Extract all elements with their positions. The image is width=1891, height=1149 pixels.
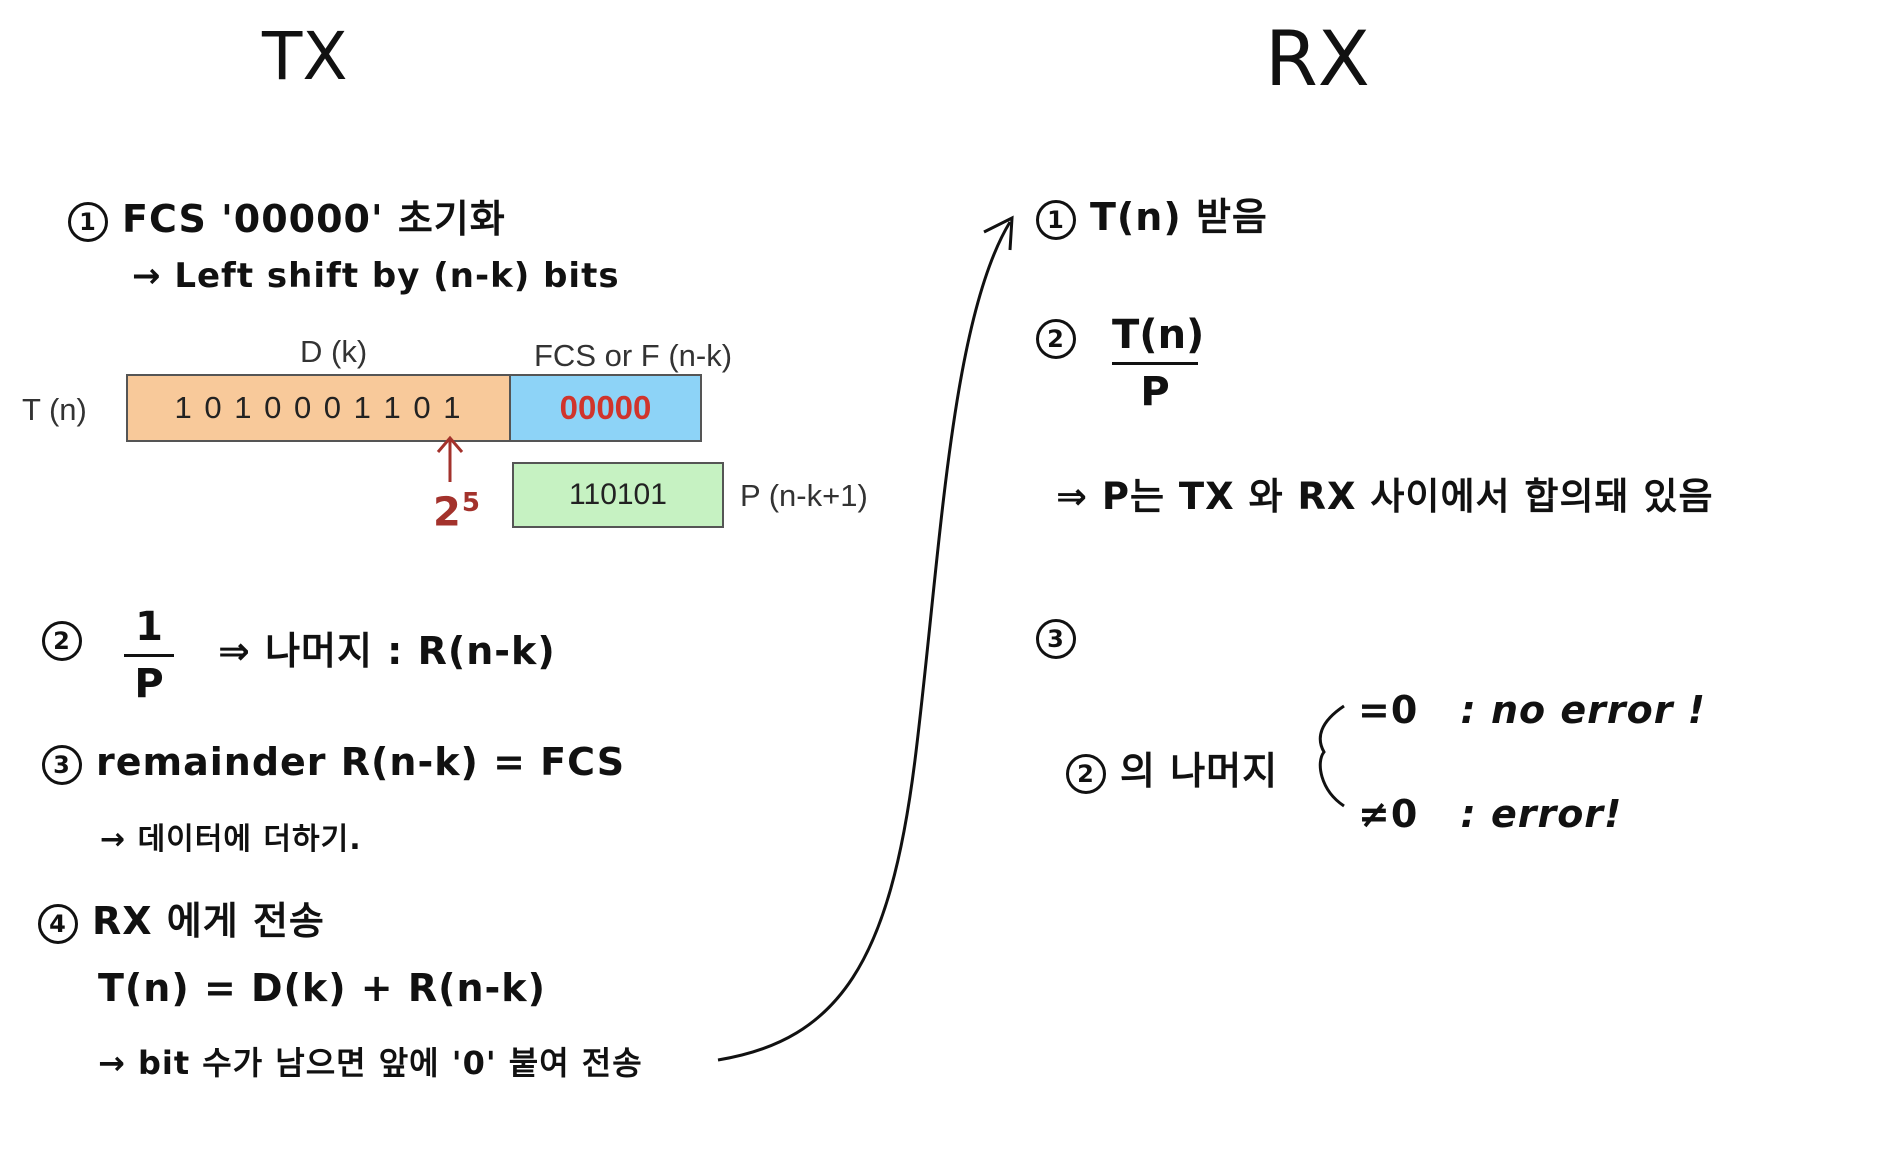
tx-step3-arrow-text: → 데이터에 더하기. <box>100 822 362 857</box>
rx-case-nonzero: ≠0 : error! <box>1358 792 1622 836</box>
tx-step4: 4 RX 에게 전송 <box>38 890 325 945</box>
tx-step1: 1 FCS '00000' 초기화 <box>68 188 506 243</box>
rx-step3-number: 3 <box>1036 618 1076 659</box>
rx-step2-number-wrap: 2 <box>1036 314 1090 359</box>
shift-exponent: 5 <box>461 488 481 518</box>
tx-title: TX <box>262 18 348 95</box>
rx-case-zero: =0 : no error ! <box>1358 688 1706 732</box>
data-bits-box: 1 0 1 0 0 0 1 1 0 1 <box>126 374 511 442</box>
tx-step2-number: 2 <box>42 620 82 661</box>
rx-step2-number: 2 <box>1036 318 1076 359</box>
tx-step1-number: 1 <box>68 201 108 242</box>
tx-step3-number: 3 <box>42 744 82 785</box>
rx-step1: 1 T(n) 받음 <box>1036 186 1268 241</box>
tx-step3-text: remainder R(n-k) = FCS <box>96 740 626 784</box>
fcs-bits-box: 00000 <box>509 374 702 442</box>
rx-case-nonzero-text: : error! <box>1460 792 1623 836</box>
shift-arrow-head <box>436 435 464 453</box>
d-label: D (k) <box>300 334 368 369</box>
tx-step2-fraction: 1 P <box>124 604 174 707</box>
rx-step1-text: T(n) 받음 <box>1090 195 1268 239</box>
p-bits-box: 110101 <box>512 462 724 528</box>
shift-mark: 25 <box>433 488 481 535</box>
rx-step2-frac-bar <box>1112 362 1198 365</box>
rx-step2-note: ⇒ P는 TX 와 RX 사이에서 합의돼 있음 <box>1056 475 1714 518</box>
tx-step2-frac-bar <box>124 654 174 657</box>
tx-step4-arrow-text: → bit 수가 남으면 앞에 '0' 붙여 전송 <box>98 1044 643 1082</box>
fcs-label: FCS or F (n-k) <box>534 338 733 373</box>
transmission-curve <box>717 221 1012 1062</box>
data-bits: 1 0 1 0 0 0 1 1 0 1 <box>174 390 463 425</box>
t-label: T (n) <box>22 392 87 427</box>
tx-step4-text: RX 에게 전송 <box>92 899 325 943</box>
rx-step2-frac-den: P <box>1140 369 1170 415</box>
rx-step3-ref-number: 2 <box>1066 753 1106 794</box>
p-label: P (n-k+1) <box>740 478 868 513</box>
p-bits: 110101 <box>569 478 667 511</box>
rx-case-zero-text: : no error ! <box>1460 688 1706 732</box>
transmission-curve-head <box>983 215 1014 251</box>
shift-base: 2 <box>433 489 462 536</box>
fcs-bits: 00000 <box>559 389 652 426</box>
rx-step1-number: 1 <box>1036 199 1076 240</box>
tx-step2-frac-den: P <box>134 661 164 707</box>
rx-step3-number-wrap: 3 <box>1036 614 1090 659</box>
tx-step1-arrow-text: → Left shift by (n-k) bits <box>132 256 620 296</box>
tx-step2-frac-num: 1 <box>135 604 163 650</box>
tx-step2-result: ⇒ 나머지 : R(n-k) <box>218 629 556 673</box>
rx-case-brace <box>1318 704 1345 808</box>
rx-case-nonzero-cond: ≠0 <box>1358 792 1419 836</box>
tx-step4-formula: T(n) = D(k) + R(n-k) <box>98 966 546 1010</box>
rx-step2-frac-num: T(n) <box>1112 312 1205 358</box>
rx-title: RX <box>1265 14 1370 103</box>
rx-case-zero-cond: =0 <box>1358 688 1419 732</box>
rx-step3-prefix: 의 나머지 <box>1120 749 1279 793</box>
tx-step4-number: 4 <box>38 903 78 944</box>
rx-step2-fraction: T(n) P <box>1112 312 1205 415</box>
tx-step1-text: FCS '00000' 초기화 <box>122 197 506 241</box>
rx-step3-prefix-wrap: 2 의 나머지 <box>1066 740 1278 795</box>
tx-step3: 3 remainder R(n-k) = FCS <box>42 740 625 785</box>
tx-step2-number-wrap: 2 <box>42 616 96 661</box>
